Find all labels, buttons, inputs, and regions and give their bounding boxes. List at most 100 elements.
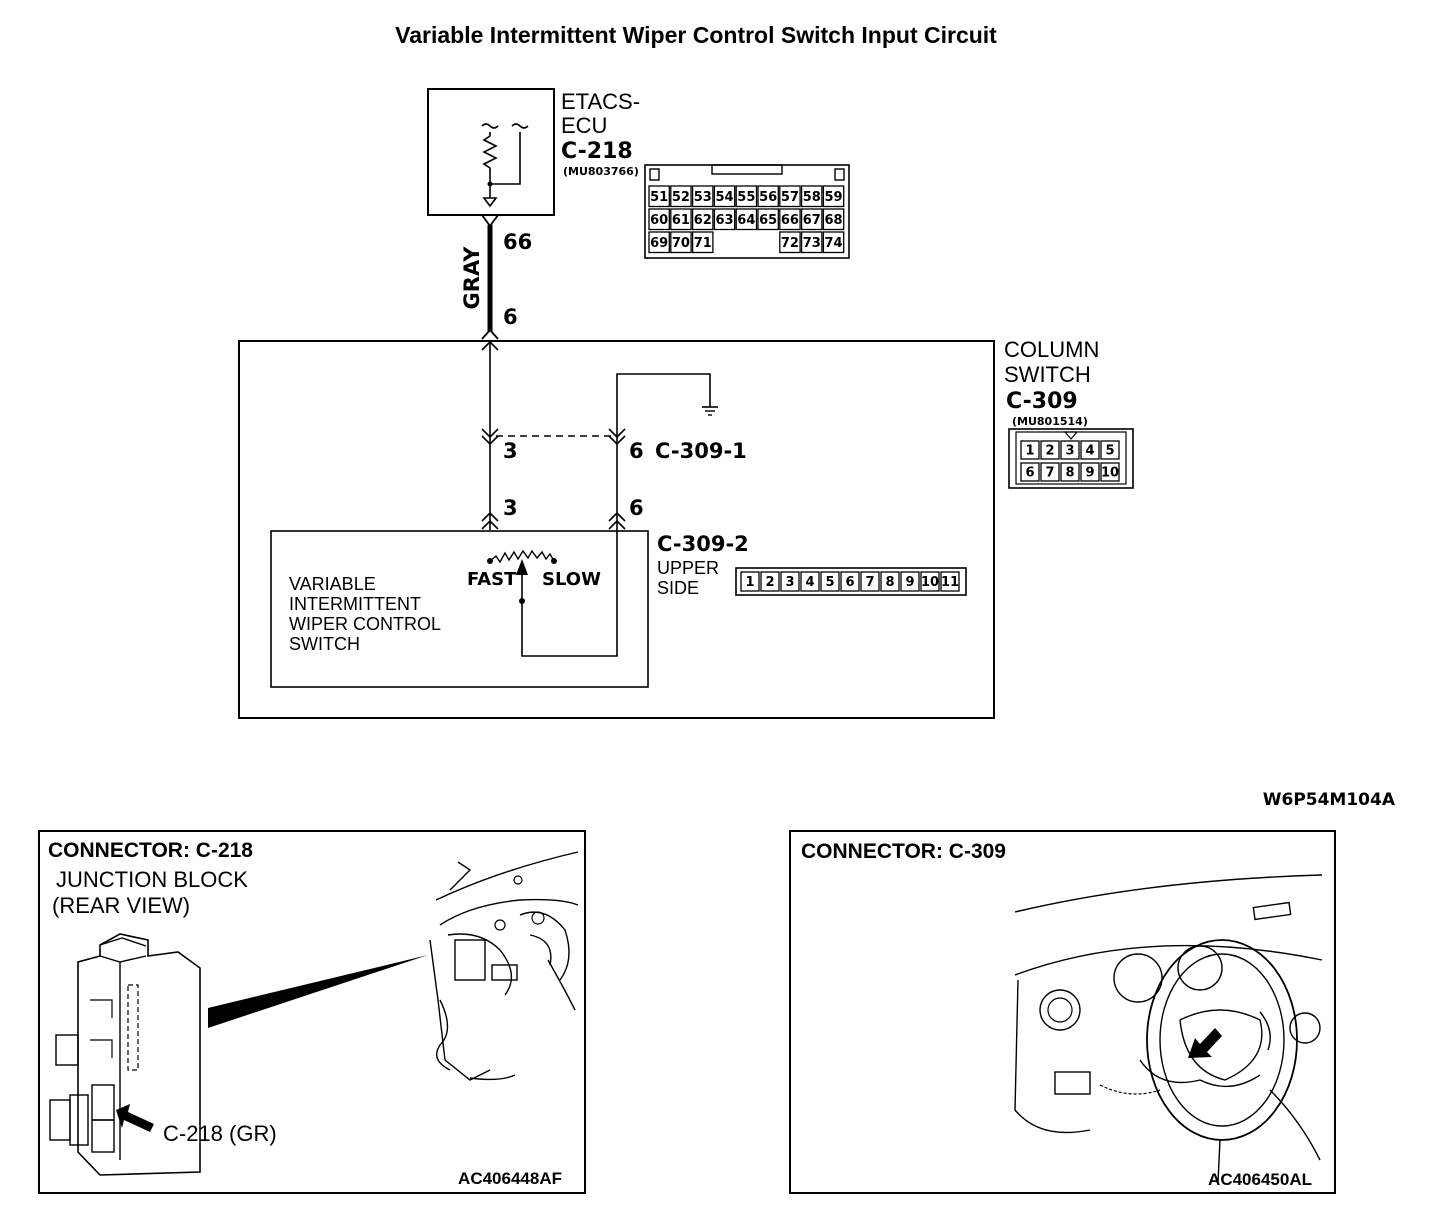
connector-pin-number: 5	[1105, 444, 1114, 459]
connector-pin-cell	[1020, 462, 1040, 482]
c309-1-pin-left: 3	[503, 439, 518, 463]
connector-pin-cell	[780, 571, 800, 592]
connector-pin-number: 2	[1045, 444, 1054, 459]
connector-pin-cell	[1060, 440, 1080, 460]
connector-pin-number: 1	[1025, 444, 1034, 459]
connector-pin-cell	[1020, 440, 1040, 460]
fast-label: FAST	[467, 569, 517, 590]
gray-wire: 66 6 GRAY	[460, 214, 532, 340]
wire-pin-switch: 6	[503, 305, 518, 329]
connector-pin-cell	[760, 571, 780, 592]
rear-view-label: (REAR VIEW)	[52, 893, 190, 918]
connector-pin-cell	[940, 571, 960, 592]
connector-pin-cell	[800, 185, 823, 208]
connector-pin-cell	[1040, 462, 1060, 482]
connector-pin-cell	[735, 185, 758, 208]
connector-pin-number: 72	[781, 236, 799, 251]
ecu-terminal-mark	[481, 214, 499, 228]
ecu-connector-id: C-218	[561, 139, 633, 164]
connector-pin-cell	[648, 208, 670, 231]
connector-pin-number: 5	[825, 575, 834, 590]
connector-pin-cell	[800, 231, 823, 254]
c309-1-label: C-309-1	[655, 439, 747, 463]
wiper-switch-name-line2: INTERMITTENT	[289, 594, 421, 614]
zoom-wedge	[208, 955, 428, 1028]
connector-pin-number: 69	[650, 236, 668, 251]
connector-pin-cell	[740, 571, 760, 592]
connector-pin-cell	[822, 231, 845, 254]
connector-pin-number: 9	[1085, 466, 1094, 481]
c309-pointer-arrow	[1188, 1028, 1222, 1058]
connector-pin-number: 62	[694, 213, 712, 228]
connector-pin-number: 7	[865, 575, 874, 590]
connector-pin-number: 60	[650, 213, 668, 228]
slow-label: SLOW	[542, 569, 601, 590]
connector-pin-number: 4	[805, 575, 814, 590]
wiper-switch-box	[270, 530, 649, 688]
c309-figure-code: AC406450AL	[1208, 1170, 1312, 1189]
connector-pin-number: 53	[694, 190, 712, 205]
wire-color-label: GRAY	[460, 246, 484, 310]
connector-pin-cell	[1080, 462, 1100, 482]
connector-pin-cell	[779, 185, 801, 208]
connector-pin-number: 1	[745, 575, 754, 590]
ecu-part-number: (MU803766)	[563, 165, 639, 178]
connector-pin-cell	[1060, 462, 1080, 482]
connector-pin-number: 73	[803, 236, 821, 251]
c218-panel-frame	[38, 830, 586, 1194]
c218-figure-code: AC406448AF	[458, 1169, 562, 1188]
connector-c218-panel: CONNECTOR: C-218 JUNCTION BLOCK (REAR VI…	[38, 830, 586, 1194]
connector-pin-cell	[800, 208, 823, 231]
connector-pin-number: 52	[672, 190, 690, 205]
ecu-internal-circuit	[481, 123, 529, 208]
connector-pin-number: 2	[765, 575, 774, 590]
ecu-name-line1: ETACS-	[561, 89, 640, 114]
connector-pin-number: 9	[905, 575, 914, 590]
c309-panel-header: CONNECTOR: C-309	[801, 840, 1006, 863]
c309-2-side-line2: SIDE	[657, 578, 699, 598]
connector-pin-cell	[670, 231, 692, 254]
connector-pin-cell	[779, 231, 801, 254]
c309-1-pin-right: 6	[629, 439, 644, 463]
junction-block-illustration	[49, 933, 201, 1176]
connector-pin-number: 59	[825, 190, 843, 205]
connector-pin-cell	[670, 185, 692, 208]
connector-pin-cell	[713, 208, 736, 231]
column-switch-connector-id: C-309	[1006, 389, 1078, 414]
connector-pin-cell	[691, 231, 714, 254]
connector-pin-number: 3	[1065, 444, 1074, 459]
c309-2-pin-right: 6	[629, 496, 644, 520]
connector-pin-number: 71	[694, 236, 712, 251]
connector-pin-number: 74	[825, 236, 843, 251]
connector-pin-cell	[670, 208, 692, 231]
connector-pin-cell	[822, 185, 845, 208]
connector-pin-number: 6	[845, 575, 854, 590]
connector-pin-number: 10	[1101, 466, 1119, 481]
connector-pin-number: 11	[941, 575, 959, 590]
column-switch-part-number: (MU801514)	[1012, 415, 1088, 428]
connector-pin-number: 6	[1025, 466, 1034, 481]
c309-2-pin-left: 3	[503, 496, 518, 520]
wire-pin-ecu: 66	[503, 230, 532, 254]
connector-c309-panel: CONNECTOR: C-309 AC406450AL	[789, 830, 1336, 1194]
connector-pin-number: 67	[803, 213, 821, 228]
connector-pin-number: 70	[672, 236, 690, 251]
connector-pin-number: 68	[825, 213, 843, 228]
wiper-switch-name-line4: SWITCH	[289, 634, 360, 654]
wiper-switch-name-line1: VARIABLE	[289, 574, 376, 594]
connector-pin-cell	[648, 231, 670, 254]
connector-pin-number: 55	[737, 190, 755, 205]
connector-pin-cell	[800, 571, 820, 592]
connector-pin-number: 66	[781, 213, 799, 228]
c218-callout: C-218 (GR)	[163, 1121, 277, 1146]
connector-pin-cell	[1100, 462, 1120, 482]
connector-pin-cell	[648, 185, 670, 208]
connector-pin-cell	[860, 571, 880, 592]
connector-pin-cell	[1080, 440, 1100, 460]
